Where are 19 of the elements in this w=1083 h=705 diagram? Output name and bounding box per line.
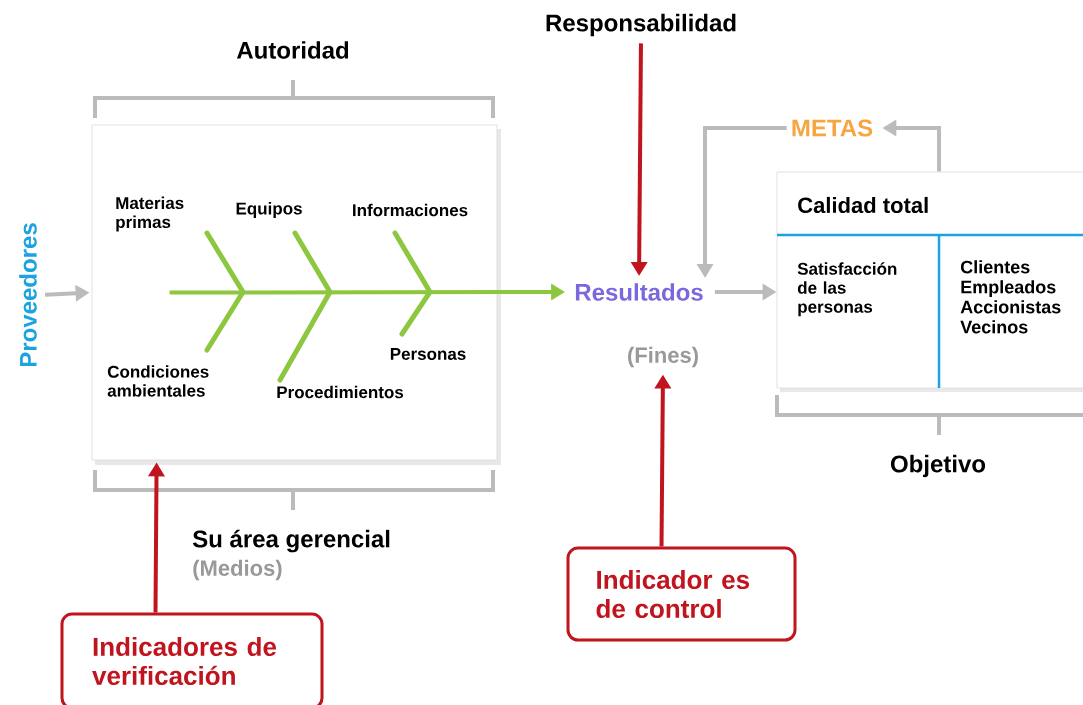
label: Materias primas: [116, 196, 184, 232]
label: Autoridad: [236, 41, 349, 59]
result-label: Resultados: [575, 283, 703, 301]
label: Objetivo: [891, 454, 986, 478]
label: Personas: [390, 348, 466, 360]
quality-table: Calidad total Satisfacción de las personas Clientes Empleados Accionistas Vecinos: [775, 171, 1083, 392]
callout-box: Indicador es de control: [566, 546, 797, 642]
label: Equipos: [236, 202, 302, 218]
heading: Responsabilidad: [546, 13, 736, 37]
diagram-panel: [91, 124, 501, 465]
label: (Medios): [193, 559, 282, 581]
label: Condiciones ambientales: [107, 365, 209, 397]
goal-label: METAS: [792, 119, 873, 137]
label: Su área gerencial: [192, 529, 390, 553]
callout-box: Indicadores de verificación: [60, 612, 324, 705]
vertical-label: Proveedores: [19, 223, 37, 367]
label: Procedimientos: [277, 385, 404, 399]
label: Informaciones: [353, 203, 468, 217]
result-note: (Fines): [628, 346, 698, 368]
